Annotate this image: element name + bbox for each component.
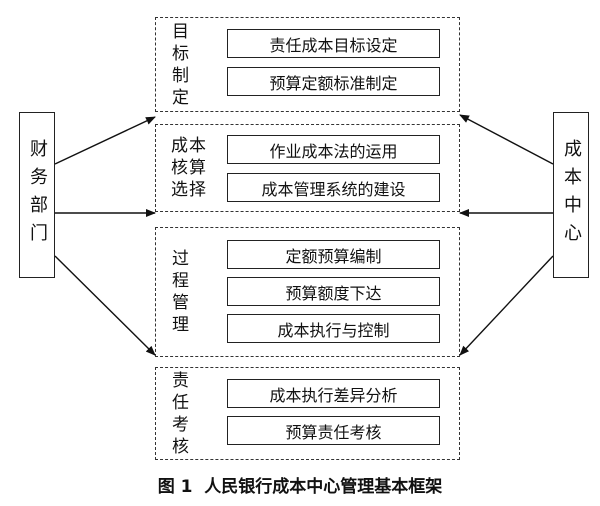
task-quota-budget-compilation: 定额预算编制 xyxy=(227,240,440,269)
phase-cost-accounting-selection: 成本 核算 选择 作业成本法的运用 成本管理系统的建设 xyxy=(155,124,460,212)
phase-responsibility-assessment: 责 任 考 核 成本执行差异分析 预算责任考核 xyxy=(155,367,460,460)
phase-responsibility-assessment-label: 责 任 考 核 xyxy=(172,370,190,457)
phase-cost-accounting-label: 成本 核算 选择 xyxy=(171,136,207,200)
phase-goal-setting-label: 目 标 制 定 xyxy=(172,21,190,108)
figure-caption: 图 1 人民银行成本中心管理基本框架 xyxy=(157,477,443,497)
task-activity-based-costing: 作业成本法的运用 xyxy=(227,135,440,164)
task-budget-quota-standard: 预算定额标准制定 xyxy=(227,67,440,96)
task-cost-execution-control: 成本执行与控制 xyxy=(227,314,440,343)
cost-center-label: 成本中心 xyxy=(561,139,582,251)
arrow-finance-to-goal xyxy=(54,116,156,165)
task-cost-system-construction: 成本管理系统的建设 xyxy=(227,173,440,202)
arrow-center-to-goal xyxy=(459,114,554,165)
task-responsibility-cost-target: 责任成本目标设定 xyxy=(227,29,440,58)
finance-department-label: 财务部门 xyxy=(27,139,48,251)
task-budget-allocation: 预算额度下达 xyxy=(227,277,440,306)
arrow-finance-to-process xyxy=(54,255,156,356)
task-budget-responsibility-assessment: 预算责任考核 xyxy=(227,416,440,445)
phase-process-management-label: 过 程 管 理 xyxy=(172,249,190,335)
finance-department-box: 财务部门 xyxy=(19,112,55,278)
phase-process-management: 过 程 管 理 定额预算编制 预算额度下达 成本执行与控制 xyxy=(155,227,460,357)
arrow-center-to-process xyxy=(459,255,554,356)
task-cost-variance-analysis: 成本执行差异分析 xyxy=(227,379,440,408)
phase-goal-setting: 目 标 制 定 责任成本目标设定 预算定额标准制定 xyxy=(155,17,460,112)
cost-center-box: 成本中心 xyxy=(553,112,589,278)
